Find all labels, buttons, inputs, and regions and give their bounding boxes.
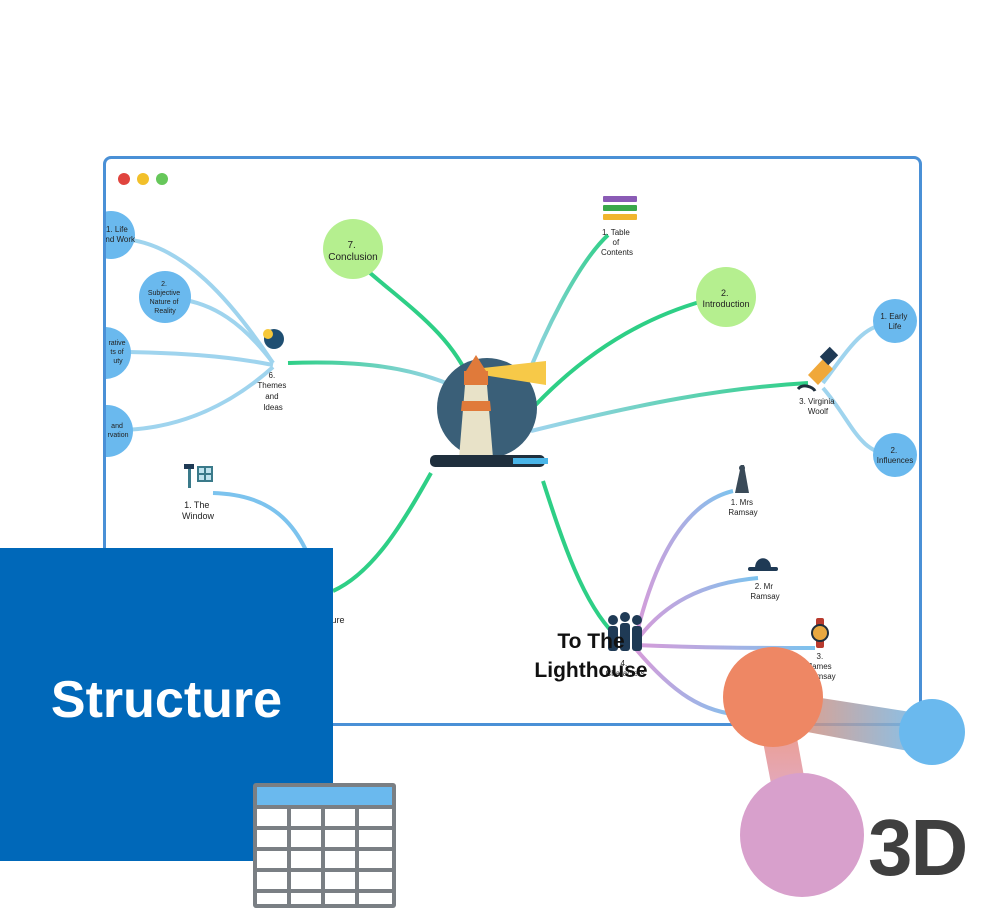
bubble-introduction[interactable] <box>696 267 756 327</box>
branch-mr-ramsay <box>633 576 759 645</box>
branch-introduction <box>526 299 704 415</box>
branch-themes <box>287 360 459 390</box>
branch-narrative <box>127 350 274 367</box>
threed-label: 3D <box>868 803 968 892</box>
mind-map-canvas: 7. Conclusion 2. Introduction 1. Table o… <box>106 196 917 717</box>
label-structure-branch: ure <box>331 615 344 625</box>
bubble-narrative[interactable] <box>106 327 131 379</box>
label-introduction: 2. Introduction <box>702 288 749 309</box>
window-close-button[interactable] <box>118 173 130 185</box>
label-life-and-work: 1. Life and Work <box>106 225 136 244</box>
window-maximize-button[interactable] <box>156 173 168 185</box>
central-topic-line-2: Lighthouse <box>534 659 648 682</box>
central-topic-line-1: To The <box>557 630 625 653</box>
table-of-contents-icon <box>603 196 637 220</box>
pen-nib-icon <box>796 346 839 392</box>
label-table-of-contents: 1. Table of Contents <box>601 228 633 257</box>
window-minimize-button[interactable] <box>137 173 149 185</box>
label-the-window: 1. The Window <box>182 500 215 521</box>
branch-life-and-work <box>122 237 275 365</box>
bubble-observation[interactable] <box>106 405 133 457</box>
label-observation: and rvation <box>107 423 128 439</box>
hat-icon <box>748 558 778 571</box>
label-virginia-woolf: 3. Virginia Woolf <box>799 397 837 416</box>
label-themes: 6. Themes and Ideas <box>257 371 288 412</box>
label-james-ramsay: 3. James Ramsay <box>806 652 835 681</box>
label-influences: 2. Influences <box>877 446 913 465</box>
label-conclusion: 7. Conclusion <box>328 240 377 263</box>
bubble-subjective-nature[interactable] <box>139 271 191 323</box>
label-subjective-nature: 2. Subjective Nature of Reality <box>148 281 182 315</box>
dress-icon <box>735 465 749 493</box>
head-lightbulb-icon <box>263 329 284 349</box>
structure-label: Structure <box>50 671 283 729</box>
bubble-life-and-work[interactable] <box>106 211 135 259</box>
bubble-influences[interactable] <box>873 433 917 477</box>
people-group-icon <box>608 612 642 651</box>
label-narrative: rative ts of uty <box>108 340 127 365</box>
branch-virginia-woolf <box>530 381 809 433</box>
branch-mrs-ramsay <box>633 489 734 642</box>
lighthouse-icon <box>430 355 548 467</box>
label-early-life: 1. Early Life <box>880 312 909 331</box>
window-lamp-icon <box>184 464 213 488</box>
bubble-early-life[interactable] <box>873 299 917 343</box>
central-topic[interactable]: To The Lighthouse <box>516 627 666 685</box>
branch-structure <box>332 472 433 593</box>
branch-observation <box>122 365 275 432</box>
label-mrs-ramsay: 1. Mrs Ramsay <box>728 498 757 517</box>
watch-icon <box>811 618 829 648</box>
branch-characters <box>541 480 617 637</box>
label-characters: 4. Characters <box>605 659 644 678</box>
label-mr-ramsay: 2. Mr Ramsay <box>750 582 779 601</box>
bubble-conclusion[interactable] <box>323 219 383 279</box>
